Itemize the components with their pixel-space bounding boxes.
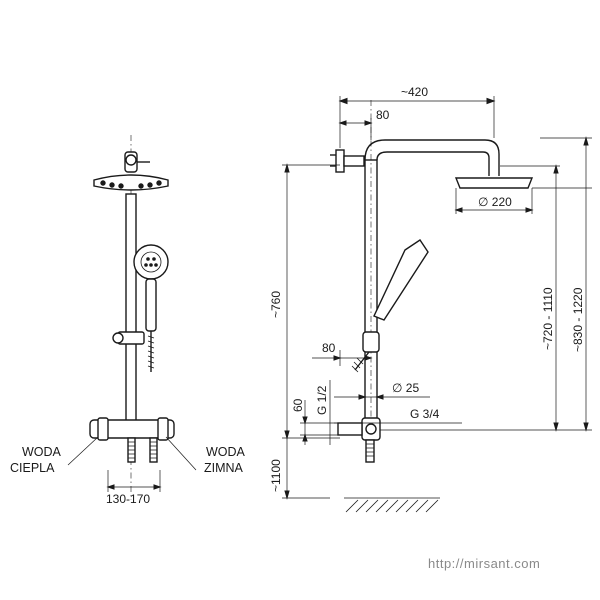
watermark-url[interactable]: http://mirsant.com [428, 556, 541, 571]
dim-inlet-height: 60 [291, 398, 305, 412]
side-view [282, 96, 592, 513]
dim-total-height: ~760 [269, 291, 283, 318]
dim-spacing: 130-170 [106, 492, 150, 506]
dim-head-diameter: ∅ 220 [478, 195, 512, 209]
floor-hatch [344, 497, 440, 513]
label-hot-water-2: CIEPLA [10, 461, 55, 475]
label-hot-water-1: WODA [22, 445, 62, 459]
dim-thread-large: G 3/4 [410, 407, 440, 421]
dim-pipe-diameter: ∅ 25 [392, 381, 419, 395]
dim-head-height-range: ~830 - 1220 [571, 287, 585, 352]
dim-holder-offset: 80 [322, 341, 336, 355]
dim-mount-height: ~1100 [269, 459, 283, 492]
front-view [67, 135, 197, 500]
shower-head-nozzles [100, 180, 162, 189]
dim-arm-offset: 80 [376, 108, 390, 122]
dim-width-top: ~420 [401, 85, 428, 99]
dim-rail-range: ~720 - 1110 [541, 287, 555, 350]
label-cold-water-2: ZIMNA [204, 461, 244, 475]
dim-thread-small: G 1/2 [315, 385, 329, 415]
label-cold-water-1: WODA [206, 445, 246, 459]
